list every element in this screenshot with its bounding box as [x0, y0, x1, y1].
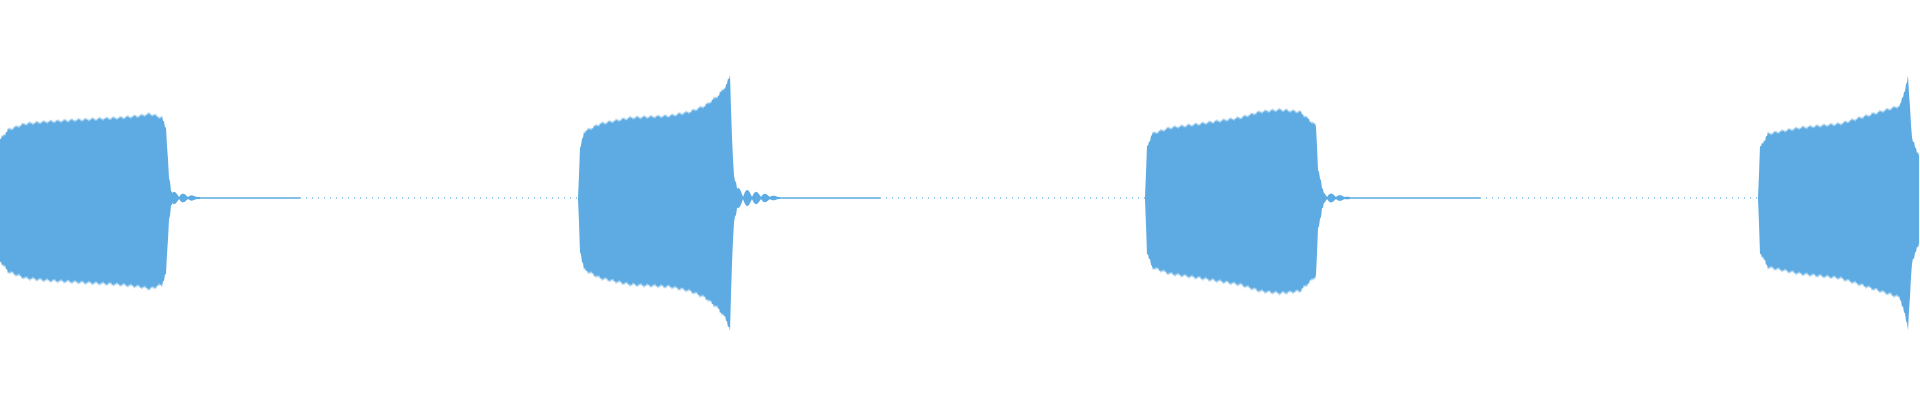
waveform-burst-3 — [1145, 107, 1326, 296]
waveform-burst-4 — [1758, 75, 1919, 331]
waveform-layer — [0, 74, 1919, 332]
waveform-burst-2 — [578, 74, 744, 332]
waveform-burst-1 — [0, 111, 174, 292]
